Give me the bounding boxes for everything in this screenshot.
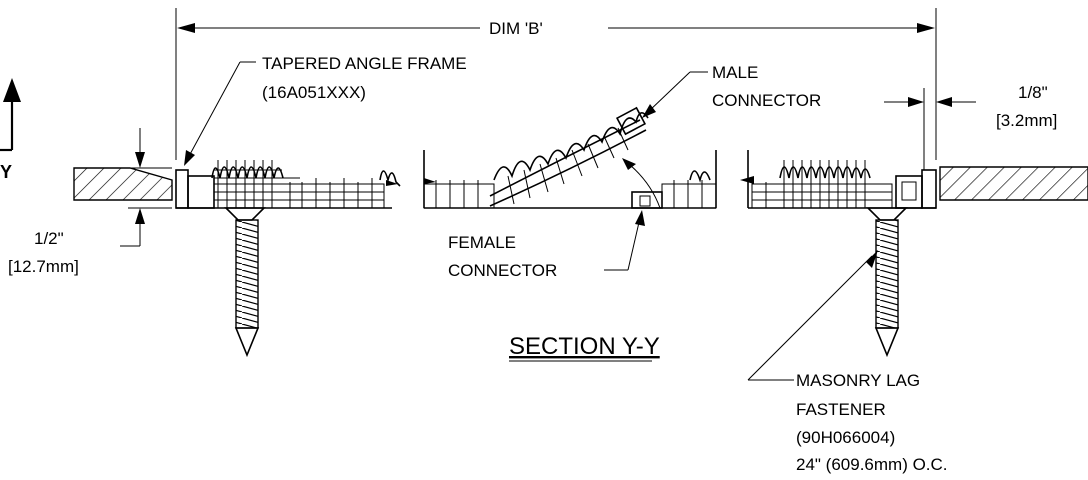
thickness-label-line1: 1/2" bbox=[34, 229, 64, 248]
dim-b-dimension-line bbox=[175, 8, 937, 160]
dim-b-label: DIM 'B' bbox=[489, 19, 543, 38]
tapered-frame-leader bbox=[184, 61, 256, 166]
gap-label-line1: 1/8" bbox=[1018, 83, 1048, 102]
female-connector-label-line1: FEMALE bbox=[448, 233, 516, 252]
male-connector-leader bbox=[642, 71, 708, 118]
tapered-frame-label-line2: (16A051XXX) bbox=[262, 83, 366, 102]
fastener-leader bbox=[747, 250, 878, 381]
thickness-label-line2: [12.7mm] bbox=[8, 257, 79, 276]
section-title: SECTION Y-Y bbox=[509, 333, 660, 360]
male-connector-label-line2: CONNECTOR bbox=[712, 91, 821, 110]
right-mat-section bbox=[740, 150, 937, 209]
fastener-label-line2: FASTENER bbox=[796, 400, 886, 419]
female-connector-leader bbox=[604, 210, 645, 271]
gap-label-line2: [3.2mm] bbox=[996, 111, 1057, 130]
right-concrete-slab bbox=[939, 166, 1088, 201]
thickness-dimension bbox=[120, 128, 172, 247]
section-cut-arrow-icon bbox=[0, 78, 21, 152]
section-marker-letter: Y bbox=[0, 162, 12, 182]
right-lag-fastener bbox=[866, 207, 908, 358]
fastener-label-line1: MASONRY LAG bbox=[796, 371, 920, 390]
gap-dimension bbox=[884, 88, 976, 170]
left-mat-section bbox=[175, 160, 401, 209]
fastener-label-line4: 24" (609.6mm) O.C. bbox=[796, 455, 948, 474]
fastener-label-line3: (90H066004) bbox=[796, 428, 895, 447]
female-connector-label-line2: CONNECTOR bbox=[448, 261, 557, 280]
male-connector-label-line1: MALE bbox=[712, 63, 758, 82]
center-mat-section bbox=[423, 106, 717, 209]
left-concrete-slab bbox=[73, 167, 173, 201]
left-lag-fastener bbox=[224, 207, 266, 358]
tapered-frame-label-line1: TAPERED ANGLE FRAME bbox=[262, 54, 467, 73]
